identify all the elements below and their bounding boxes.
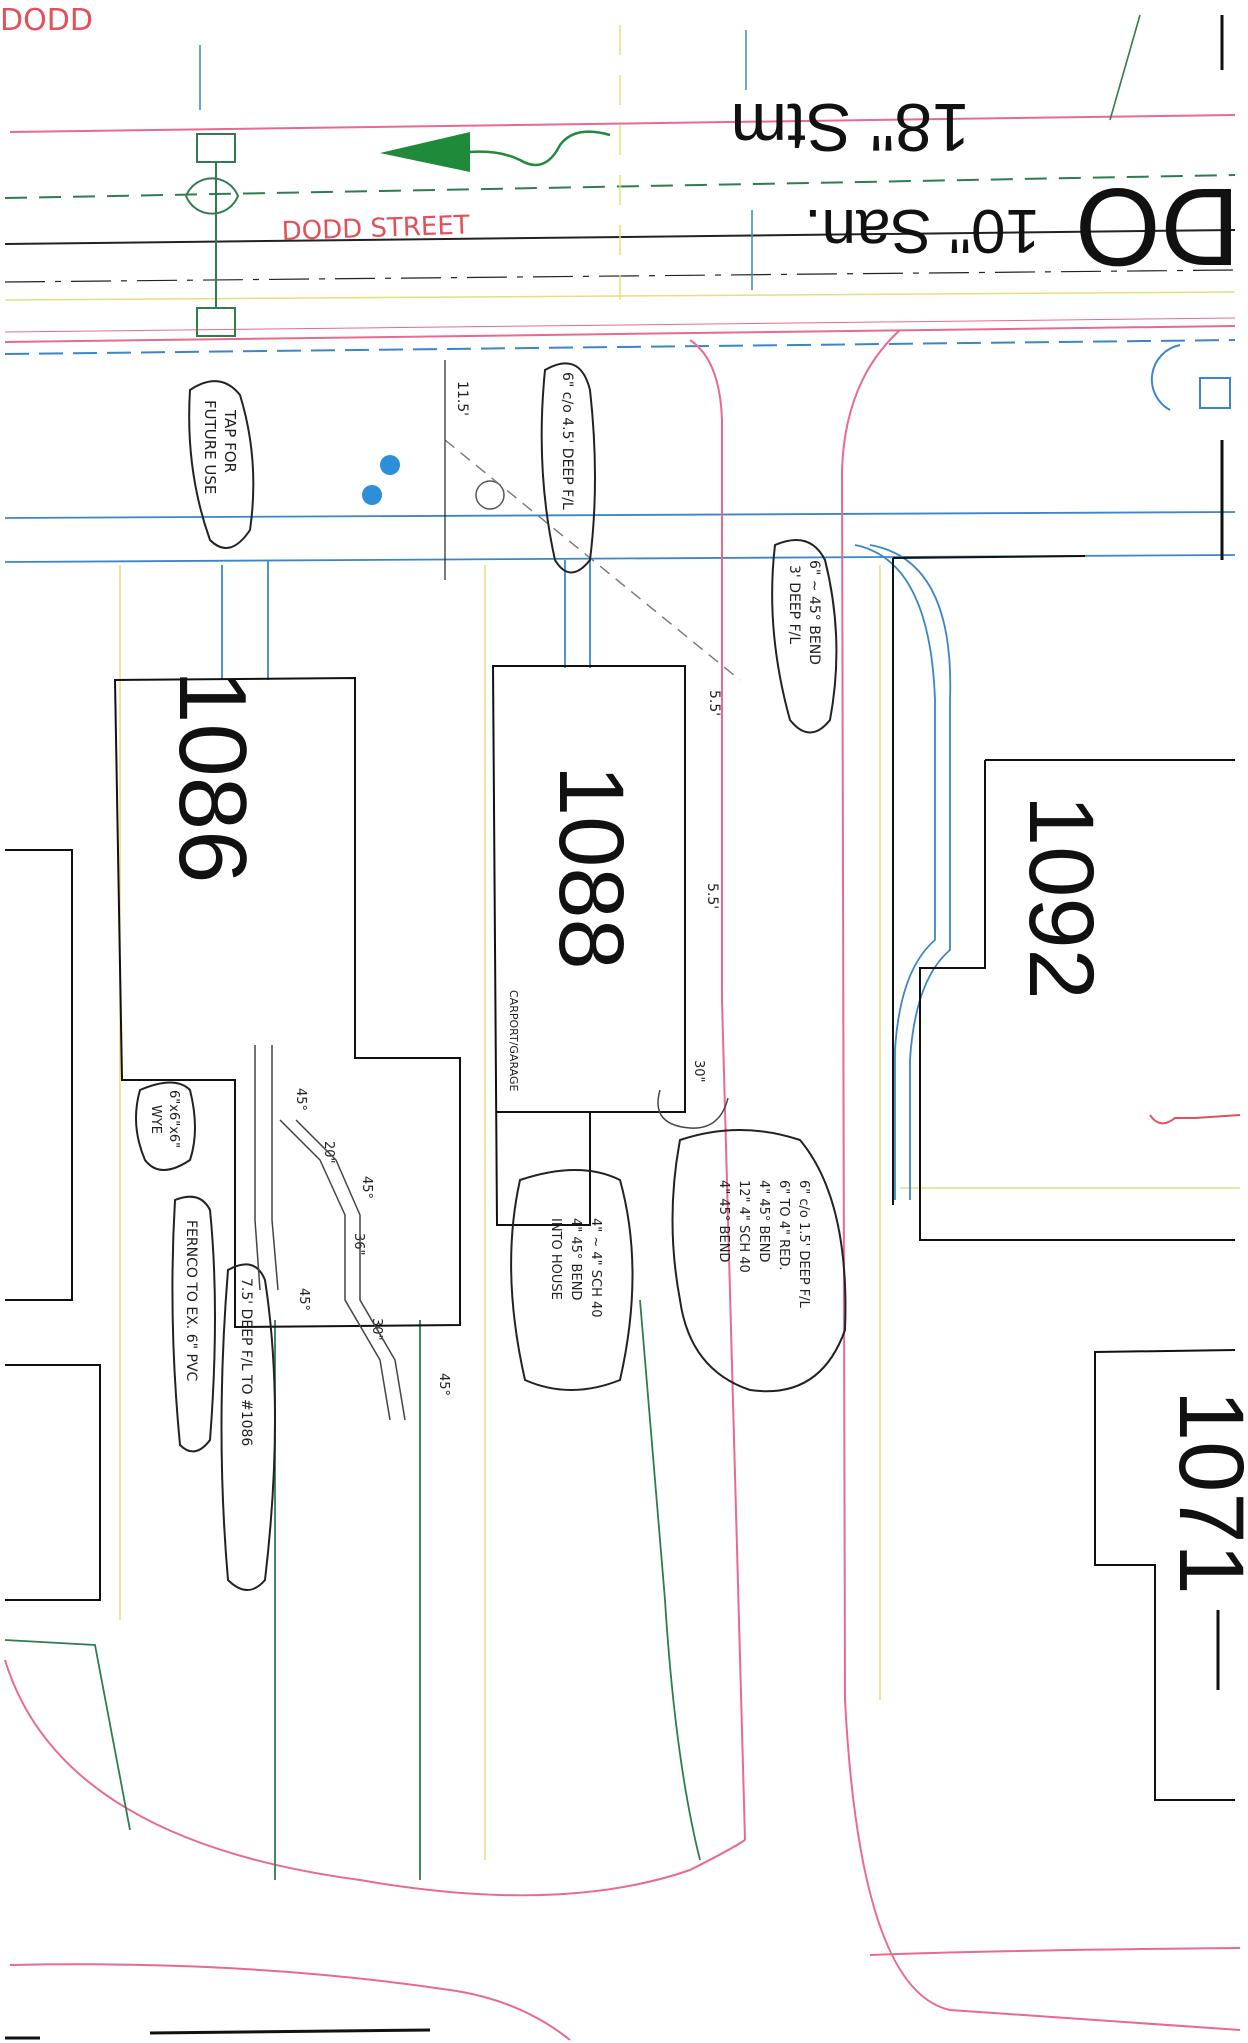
cleanout-right-line-2: 6" TO 4" RED.: [776, 1180, 791, 1270]
tap-line-2: FUTURE USE: [201, 400, 219, 494]
dim-11-5: 11.5': [454, 381, 470, 416]
lot-line-bottom-3: [869, 1947, 1241, 1956]
property-line-south: [4, 325, 1236, 343]
property-line-north: [9, 114, 1236, 133]
lot-number-1092: 1092: [1010, 795, 1112, 1000]
lateral-1092: [854, 544, 936, 1200]
sewer-left: [4, 1639, 131, 1831]
lateral-1092-b: [869, 544, 952, 1200]
bend-line-2: 3' DEEP F/L: [786, 565, 802, 644]
into-house-line-3: INTO HOUSE: [548, 1218, 563, 1300]
dim-36: 36": [351, 1233, 366, 1256]
building-1071-outline: [1094, 1349, 1236, 1801]
dim-45d: 45°: [436, 1373, 451, 1396]
lot-line-bottom: [4, 1659, 746, 1897]
lot-lines: [4, 329, 1241, 2041]
bend-line-1: 6" ~ 45° BEND: [806, 560, 822, 665]
building-1092-lot: [892, 555, 1086, 1205]
cleanout-right-line-3: 4" 45° BEND: [756, 1180, 771, 1262]
property-line-south-2: [4, 317, 1236, 333]
water-main: [4, 339, 1236, 355]
cleanout-top-text: 6" c/o 4.5' DEEP F/L: [559, 372, 575, 510]
fernco-text: FERNCO TO EX. 6" PVC: [183, 1220, 199, 1382]
water-service-line: [4, 511, 1236, 519]
arrow-squiggle: [469, 130, 611, 167]
corner-label: DODD: [0, 3, 93, 38]
bubble-bend: [771, 539, 838, 734]
street-label: DODD STREET: [281, 210, 470, 247]
cleanout-arc-right: [1150, 344, 1181, 411]
flow-arrow: [380, 130, 611, 172]
bubble-deep-fl: [220, 1263, 276, 1591]
bubble-wye: [135, 1081, 196, 1171]
lot-number-partial: 1071: [1160, 1390, 1248, 1595]
tap-line-1: TAP FOR: [221, 409, 239, 473]
vert-dash-7: [1109, 14, 1141, 121]
lot-line-1092-west: [840, 329, 1241, 2031]
big-letters: DO: [1075, 165, 1240, 288]
lot-marker-2: [149, 2028, 431, 2035]
pipe-route-d: [295, 1119, 406, 1421]
bubble-tap: [188, 380, 255, 549]
cleanout-circle: [475, 480, 505, 510]
carport-label: CARPORT/GARAGE: [507, 990, 520, 1092]
bubble-cleanout-right: [671, 1129, 847, 1393]
yellow-boundaries: [119, 565, 1240, 1860]
green-arrow-icon: [380, 132, 470, 172]
dim-5-5-mid: 5.5': [704, 883, 720, 909]
lot-number-1086: 1086: [159, 670, 266, 884]
bubble-into-house: [510, 1169, 634, 1391]
dim-30-mid: 30": [691, 1060, 706, 1083]
pipe-route-b: [271, 1045, 279, 1291]
cleanout-right-line-1: 6" c/o 1.5' DEEP F/L: [796, 1180, 811, 1309]
into-house-line-1: 4" ~ 4" SCH 40: [588, 1218, 603, 1318]
valve-arc: [185, 177, 240, 215]
cleanout-box-right: [1199, 377, 1231, 409]
water-meter-dot-2: [362, 485, 382, 505]
building-1092-outline: [919, 759, 1235, 1241]
red-marker: [1149, 1114, 1241, 1125]
into-house-line-2: 4" 45° BEND: [568, 1218, 583, 1300]
storm-label: 18" Stm: [730, 89, 970, 165]
pipe-route: [254, 1045, 729, 1421]
cleanout-right-line-5: 4" 45° BEND: [716, 1180, 731, 1262]
dim-45c: 45°: [296, 1288, 311, 1311]
dim-45b: 45°: [359, 1176, 374, 1199]
wye-line-2: WYE: [148, 1105, 163, 1134]
buildings: [5, 555, 1236, 2040]
bubble-fernco: [171, 1195, 216, 1453]
dim-5-5-top: 5.5': [706, 690, 722, 716]
pipe-route-e: [657, 1089, 729, 1129]
building-west-outline: [5, 849, 73, 1301]
street-lines: [4, 14, 1236, 563]
deep-fl-text: 7.5' DEEP F/L TO #1086: [238, 1278, 254, 1446]
valve-box-top: [196, 133, 236, 163]
cleanout-pipe: [444, 439, 741, 681]
wye-line-1: 6"x6"x6": [166, 1090, 181, 1148]
building-1086-outline: [113, 676, 461, 1329]
bubble-cleanout-top: [540, 362, 596, 574]
valve-box-bottom: [196, 307, 236, 337]
sanitary-label: 10" San.: [804, 196, 1040, 265]
pipe-route-a: [254, 1045, 261, 1291]
valve-symbols: [185, 133, 1231, 411]
lot-line-bottom-2: [9, 1963, 571, 2041]
building-west-outline-2: [5, 1364, 101, 1601]
lot-number-1088: 1088: [540, 765, 642, 970]
cleanout-right-line-4: 12" 4" SCH 40: [736, 1180, 751, 1273]
annotation-bubbles: [135, 362, 847, 1591]
water-meter-dot-1: [380, 455, 400, 475]
pipe-route-c: [279, 1119, 391, 1421]
sewer-1088: [639, 1299, 701, 1861]
dim-45a: 45°: [293, 1088, 308, 1111]
lot-line-1088-east: [689, 339, 746, 1841]
